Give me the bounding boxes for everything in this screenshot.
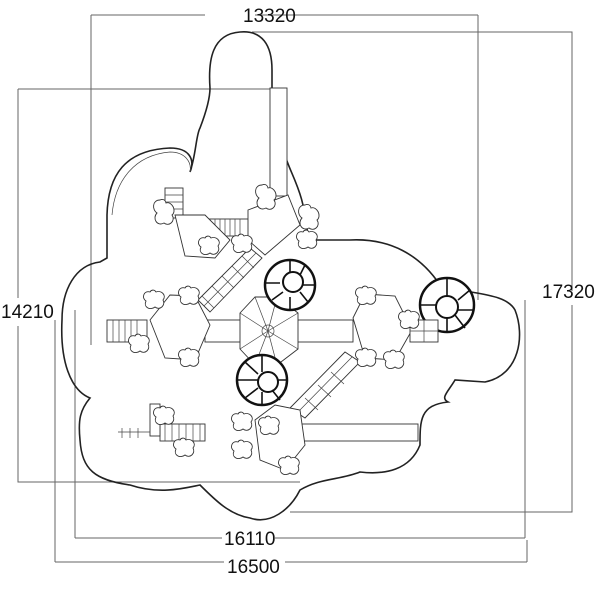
dimension-top-width: 13320 (243, 6, 296, 27)
dimension-lines (17, 14, 573, 563)
dimension-left-height: 14210 (1, 302, 54, 323)
climbing-ladder (289, 351, 361, 419)
play-structure (106, 87, 476, 471)
straight-slide (269, 87, 288, 197)
platform (149, 294, 211, 361)
spiral-slide (409, 276, 476, 343)
spiral-slide (263, 258, 317, 312)
safety-zone-outline (60, 31, 521, 521)
straight-slide (297, 423, 419, 442)
dimension-outer-width: 16500 (227, 557, 280, 578)
dimension-inner-width: 16110 (224, 529, 275, 550)
decorative-panels (128, 184, 420, 476)
spiral-slide (235, 353, 289, 407)
dimension-right-height: 17320 (542, 282, 595, 303)
platform (247, 194, 301, 256)
